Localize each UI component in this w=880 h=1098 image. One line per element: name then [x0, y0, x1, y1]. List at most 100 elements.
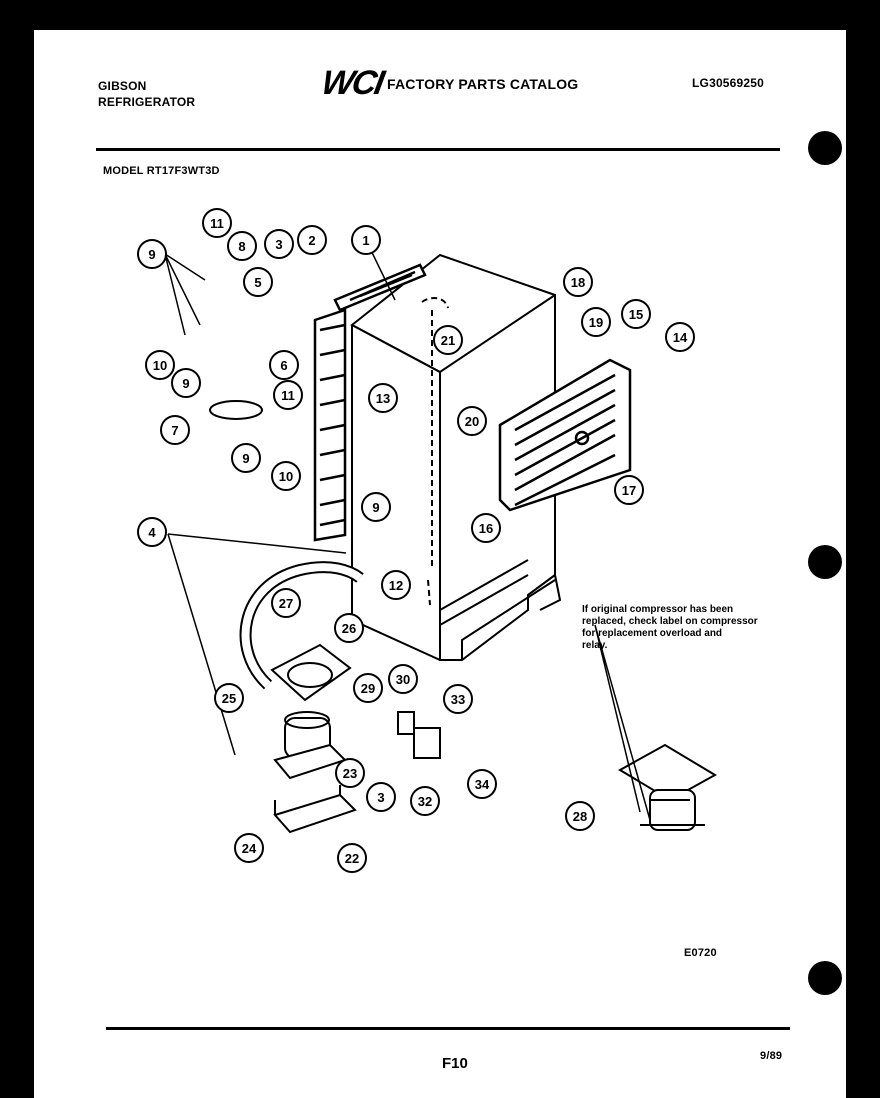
callout-label: 9 — [372, 500, 379, 515]
binder-hole-middle — [808, 545, 842, 579]
overload — [397, 711, 415, 735]
callout-label: 11 — [281, 388, 295, 403]
callout-label: 30 — [396, 672, 410, 687]
callout-circle — [353, 673, 383, 703]
callout-circle — [171, 368, 201, 398]
callout-circle — [297, 225, 327, 255]
callout-circle — [334, 613, 364, 643]
cabinet-body — [350, 253, 562, 661]
callout-circle — [467, 769, 497, 799]
callout-label: 10 — [279, 469, 293, 484]
callout-label: 33 — [451, 692, 465, 707]
callout-layer: 1234567899991010111112131415161718192021… — [137, 208, 695, 873]
callout-label: 27 — [279, 596, 293, 611]
callout-bubble: 8 — [227, 231, 257, 261]
callout-bubble: 18 — [563, 267, 593, 297]
callout-label: 24 — [242, 841, 257, 856]
callout-bubble: 32 — [410, 786, 440, 816]
callout-bubble: 2 — [297, 225, 327, 255]
callout-circle — [234, 833, 264, 863]
model-number: MODEL RT17F3WT3D — [103, 165, 220, 177]
callout-circle — [335, 758, 365, 788]
callout-label: 11 — [210, 216, 224, 231]
callout-bubble: 5 — [243, 267, 273, 297]
callout-circle — [273, 380, 303, 410]
callout-bubble: 3 — [264, 229, 294, 259]
compressor — [273, 711, 347, 780]
callout-circle — [471, 513, 501, 543]
callout-circle — [361, 492, 391, 522]
callout-bubble: 9 — [231, 443, 261, 473]
callout-circle — [231, 443, 261, 473]
drain-pan — [270, 643, 352, 702]
callout-circle — [271, 588, 301, 618]
callout-bubble: 13 — [368, 383, 398, 413]
callout-bubble: 6 — [269, 350, 299, 380]
callout-bubble: 25 — [214, 683, 244, 713]
callout-label: 34 — [475, 777, 490, 792]
callout-label: 3 — [377, 790, 384, 805]
callout-circle — [388, 664, 418, 694]
callout-circle — [443, 684, 473, 714]
callout-bubble: 26 — [334, 613, 364, 643]
callout-bubble: 27 — [271, 588, 301, 618]
callout-circle — [202, 208, 232, 238]
callout-label: 5 — [254, 275, 261, 290]
callout-circle — [563, 267, 593, 297]
callout-bubble: 9 — [137, 239, 167, 269]
callout-bubble: 9 — [361, 492, 391, 522]
note-line: replaced, check label on compressor — [582, 616, 758, 627]
callout-bubble: 19 — [581, 307, 611, 337]
callout-label: 21 — [441, 333, 455, 348]
revision-date: 9/89 — [760, 1050, 783, 1062]
callout-circle — [137, 517, 167, 547]
callout-label: 13 — [376, 391, 390, 406]
callout-bubble: 11 — [202, 208, 232, 238]
callout-circle — [264, 229, 294, 259]
callout-circle — [581, 307, 611, 337]
callout-label: 19 — [589, 315, 603, 330]
callout-label: 23 — [343, 766, 357, 781]
callout-label: 8 — [238, 239, 245, 254]
callout-circle — [269, 350, 299, 380]
callout-label: 14 — [673, 330, 688, 345]
callout-bubble: 29 — [353, 673, 383, 703]
binder-hole-top — [808, 131, 842, 165]
brand-name: GIBSON — [98, 79, 147, 93]
callout-bubble: 28 — [565, 801, 595, 831]
callout-bubble: 33 — [443, 684, 473, 714]
callout-bubble: 12 — [381, 570, 411, 600]
callout-label: 18 — [571, 275, 585, 290]
callout-label: 15 — [629, 307, 643, 322]
callout-bubble: 17 — [614, 475, 644, 505]
callout-label: 6 — [280, 358, 287, 373]
evaporator-coil — [498, 358, 632, 512]
callout-bubble: 20 — [457, 406, 487, 436]
callout-circle — [433, 325, 463, 355]
note-line: relay. — [582, 640, 608, 651]
callout-circle — [366, 782, 396, 812]
callout-label: 32 — [418, 794, 432, 809]
footer-rule — [106, 1027, 790, 1030]
callout-label: 16 — [479, 521, 493, 536]
callout-circle — [351, 225, 381, 255]
binder-hole-bottom — [808, 961, 842, 995]
callout-label: 26 — [342, 621, 356, 636]
relay — [413, 727, 441, 759]
compressor-bracket — [273, 785, 357, 834]
callout-circle — [614, 475, 644, 505]
callout-bubble: 16 — [471, 513, 501, 543]
callout-bubble: 21 — [433, 325, 463, 355]
header-rule — [96, 148, 780, 151]
power-cord — [209, 400, 263, 420]
callout-label: 7 — [171, 423, 178, 438]
callout-bubble: 11 — [273, 380, 303, 410]
callout-bubble: 34 — [467, 769, 497, 799]
figure-code: E0720 — [684, 947, 717, 959]
callout-label: 28 — [573, 809, 587, 824]
callout-label: 10 — [153, 358, 167, 373]
callout-circle — [227, 231, 257, 261]
callout-circle — [665, 322, 695, 352]
callout-bubble: 10 — [145, 350, 175, 380]
